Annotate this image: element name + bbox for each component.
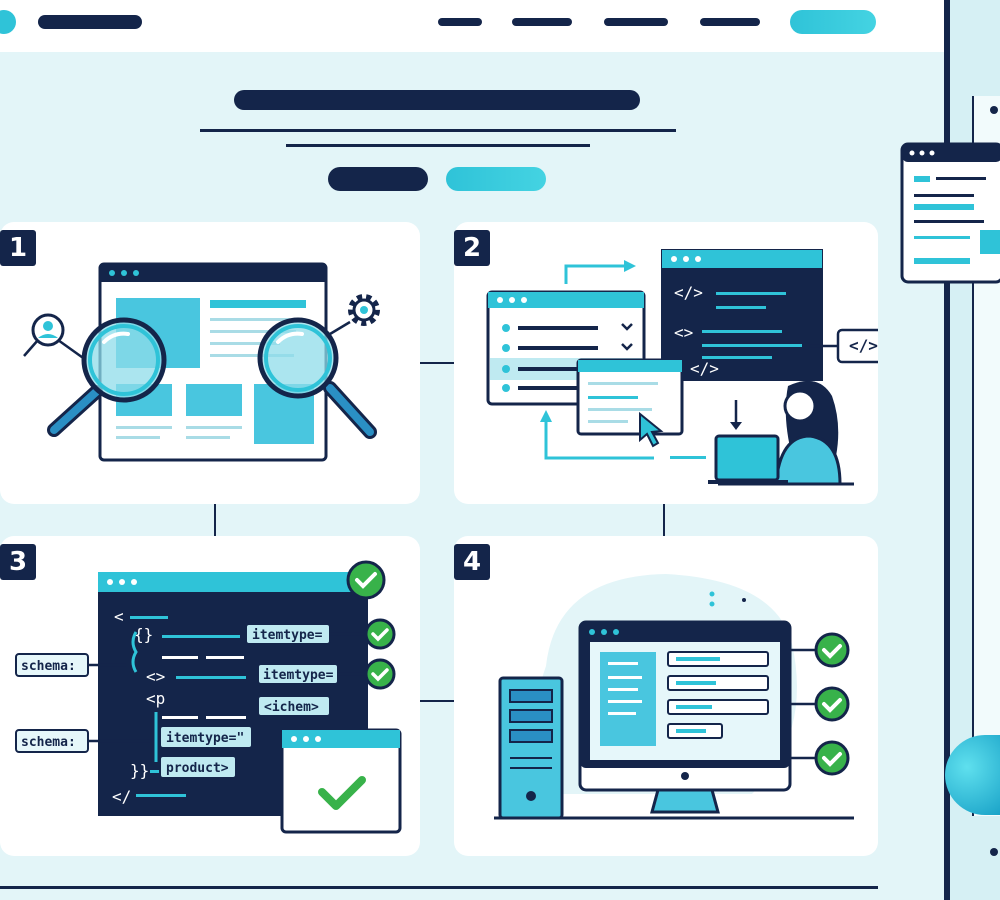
- side-dot-1: [990, 106, 998, 114]
- step-2-number: 2: [454, 230, 490, 266]
- step-1-panel: 1: [0, 222, 420, 504]
- hero-primary-button[interactable]: [328, 167, 428, 191]
- connector-h-top: [420, 362, 456, 364]
- connector-v-left: [214, 504, 216, 538]
- check-icon: [814, 632, 850, 668]
- step-2-illustration: </> <> </> </>: [486, 249, 878, 486]
- step-4-number: 4: [454, 544, 490, 580]
- step-4-panel: 4: [454, 536, 878, 856]
- step-3-number: 3: [0, 544, 36, 580]
- connector-h-bottom: [420, 700, 456, 702]
- nav-link-1[interactable]: [438, 18, 482, 26]
- code-symbol-6: </: [112, 787, 131, 806]
- step-4-illustration: [494, 574, 854, 820]
- hero-title-bar: [234, 90, 640, 110]
- side-preview-window: [900, 142, 1000, 284]
- code-tag-text: </>: [849, 336, 878, 355]
- code-symbol-5: }}: [130, 761, 149, 780]
- logo-wordmark: [38, 15, 142, 29]
- step-2-panel: 2 </> <> </>: [454, 222, 878, 504]
- hero-secondary-button[interactable]: [446, 167, 546, 191]
- nav-cta-button[interactable]: [790, 10, 876, 34]
- schema-label-2: schema:: [21, 735, 76, 750]
- logo-circle: [0, 10, 16, 34]
- hero-subtitle-line-1: [200, 129, 676, 132]
- hero-subtitle-line-2: [286, 144, 590, 147]
- step-3-panel: 3 < {} <> <p }} </ itemtype= itemtype= <…: [0, 536, 420, 856]
- code-symbol-4: <p: [146, 689, 165, 708]
- code-tag-2: itemtype=: [263, 668, 334, 683]
- code-tag-3: <ichem>: [264, 700, 319, 715]
- code-symbol-2: {}: [134, 625, 153, 644]
- step-1-illustration: [23, 262, 380, 462]
- page-right-border: [944, 0, 950, 900]
- code-tag-1: itemtype=: [252, 628, 323, 643]
- code-line-1-text: </>: [674, 283, 703, 302]
- check-icon: [318, 776, 366, 810]
- footer-rule: [0, 886, 878, 889]
- check-icon: [364, 658, 396, 690]
- top-nav-bar: [0, 0, 945, 52]
- code-tag-4: itemtype=": [166, 731, 244, 746]
- connector-v-right: [663, 504, 665, 538]
- nav-link-2[interactable]: [512, 18, 572, 26]
- side-dot-2: [990, 848, 998, 856]
- code-tag-5: product>: [166, 761, 229, 776]
- schema-label-1: schema:: [21, 659, 76, 674]
- code-symbol-1: <: [114, 607, 124, 626]
- step-3-illustration: < {} <> <p }} </ itemtype= itemtype= <ic…: [15, 560, 402, 834]
- nav-link-3[interactable]: [604, 18, 668, 26]
- code-line-3-text: </>: [690, 359, 719, 378]
- gear-icon: [348, 294, 380, 326]
- code-symbol-3: <>: [146, 667, 165, 686]
- code-line-2-text: <>: [674, 323, 693, 342]
- cursor-icon: [639, 411, 664, 448]
- check-icon: [346, 560, 386, 600]
- nav-link-4[interactable]: [700, 18, 760, 26]
- check-icon: [364, 618, 396, 650]
- check-icon: [814, 740, 850, 776]
- check-icon: [814, 686, 850, 722]
- step-1-number: 1: [0, 230, 36, 266]
